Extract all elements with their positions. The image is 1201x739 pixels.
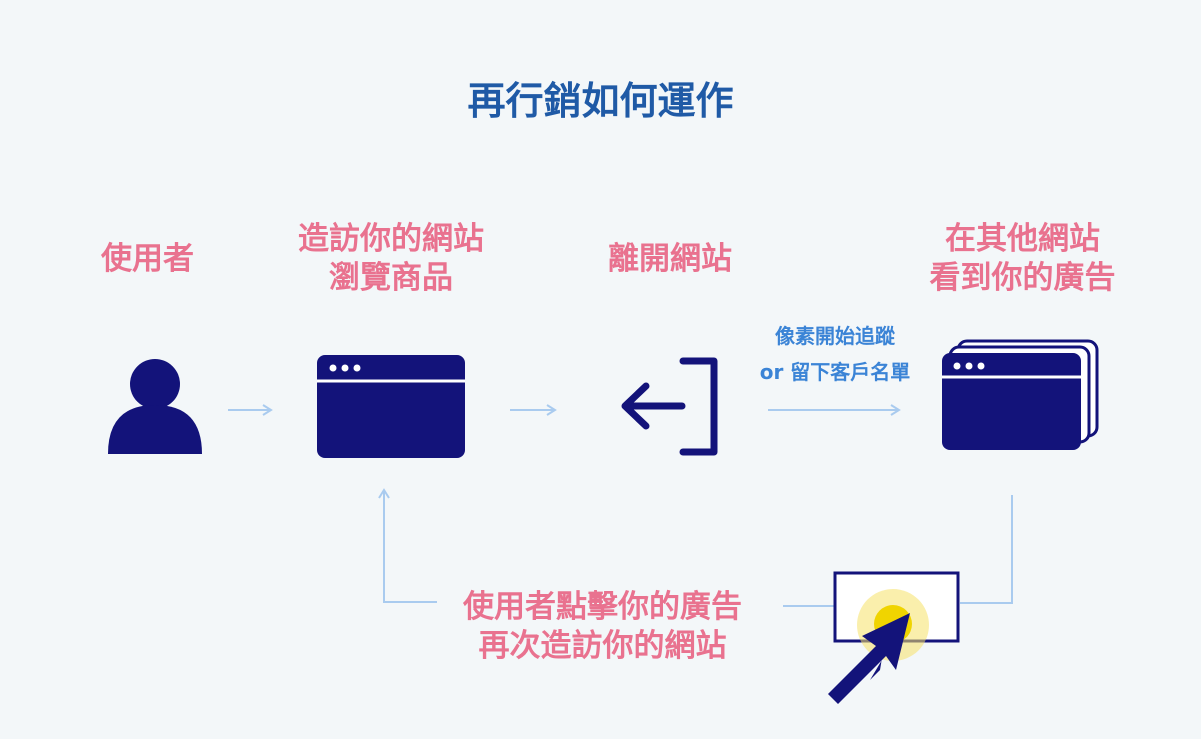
step-other-sites-label: 在其他網站 看到你的廣告 <box>900 220 1145 298</box>
person-icon <box>108 359 202 454</box>
loop-connector-right <box>960 495 1013 604</box>
logout-icon <box>621 357 718 456</box>
arrow-loop-back-to-site <box>378 488 437 603</box>
step-leave-label: 離開網站 <box>608 241 732 277</box>
loop-label: 使用者點擊你的廣告 再次造訪你的網站 <box>440 588 765 666</box>
tracking-note-line-1: 像素開始追蹤 <box>775 324 895 348</box>
step-visit-line-2: 瀏覽商品 <box>329 260 453 296</box>
step-user-label: 使用者 <box>101 241 194 277</box>
loop-label-line-1: 使用者點擊你的廣告 <box>463 589 742 625</box>
tracking-note: 像素開始追蹤 or 留下客戶名單 <box>735 318 935 390</box>
tracking-note-line-2: or 留下客戶名單 <box>759 360 911 384</box>
cursor-icon <box>828 613 910 704</box>
browser-window-icon <box>317 355 465 458</box>
loop-label-line-2: 再次造訪你的網站 <box>478 628 727 664</box>
stacked-windows-icon <box>942 339 1099 450</box>
step-other-sites-line-1: 在其他網站 <box>945 221 1100 257</box>
step-visit-label: 造訪你的網站 瀏覽商品 <box>276 220 506 298</box>
step-visit-line-1: 造訪你的網站 <box>298 221 484 257</box>
step-other-sites-line-2: 看到你的廣告 <box>929 260 1116 296</box>
diagram-title: 再行銷如何運作 <box>467 79 734 123</box>
